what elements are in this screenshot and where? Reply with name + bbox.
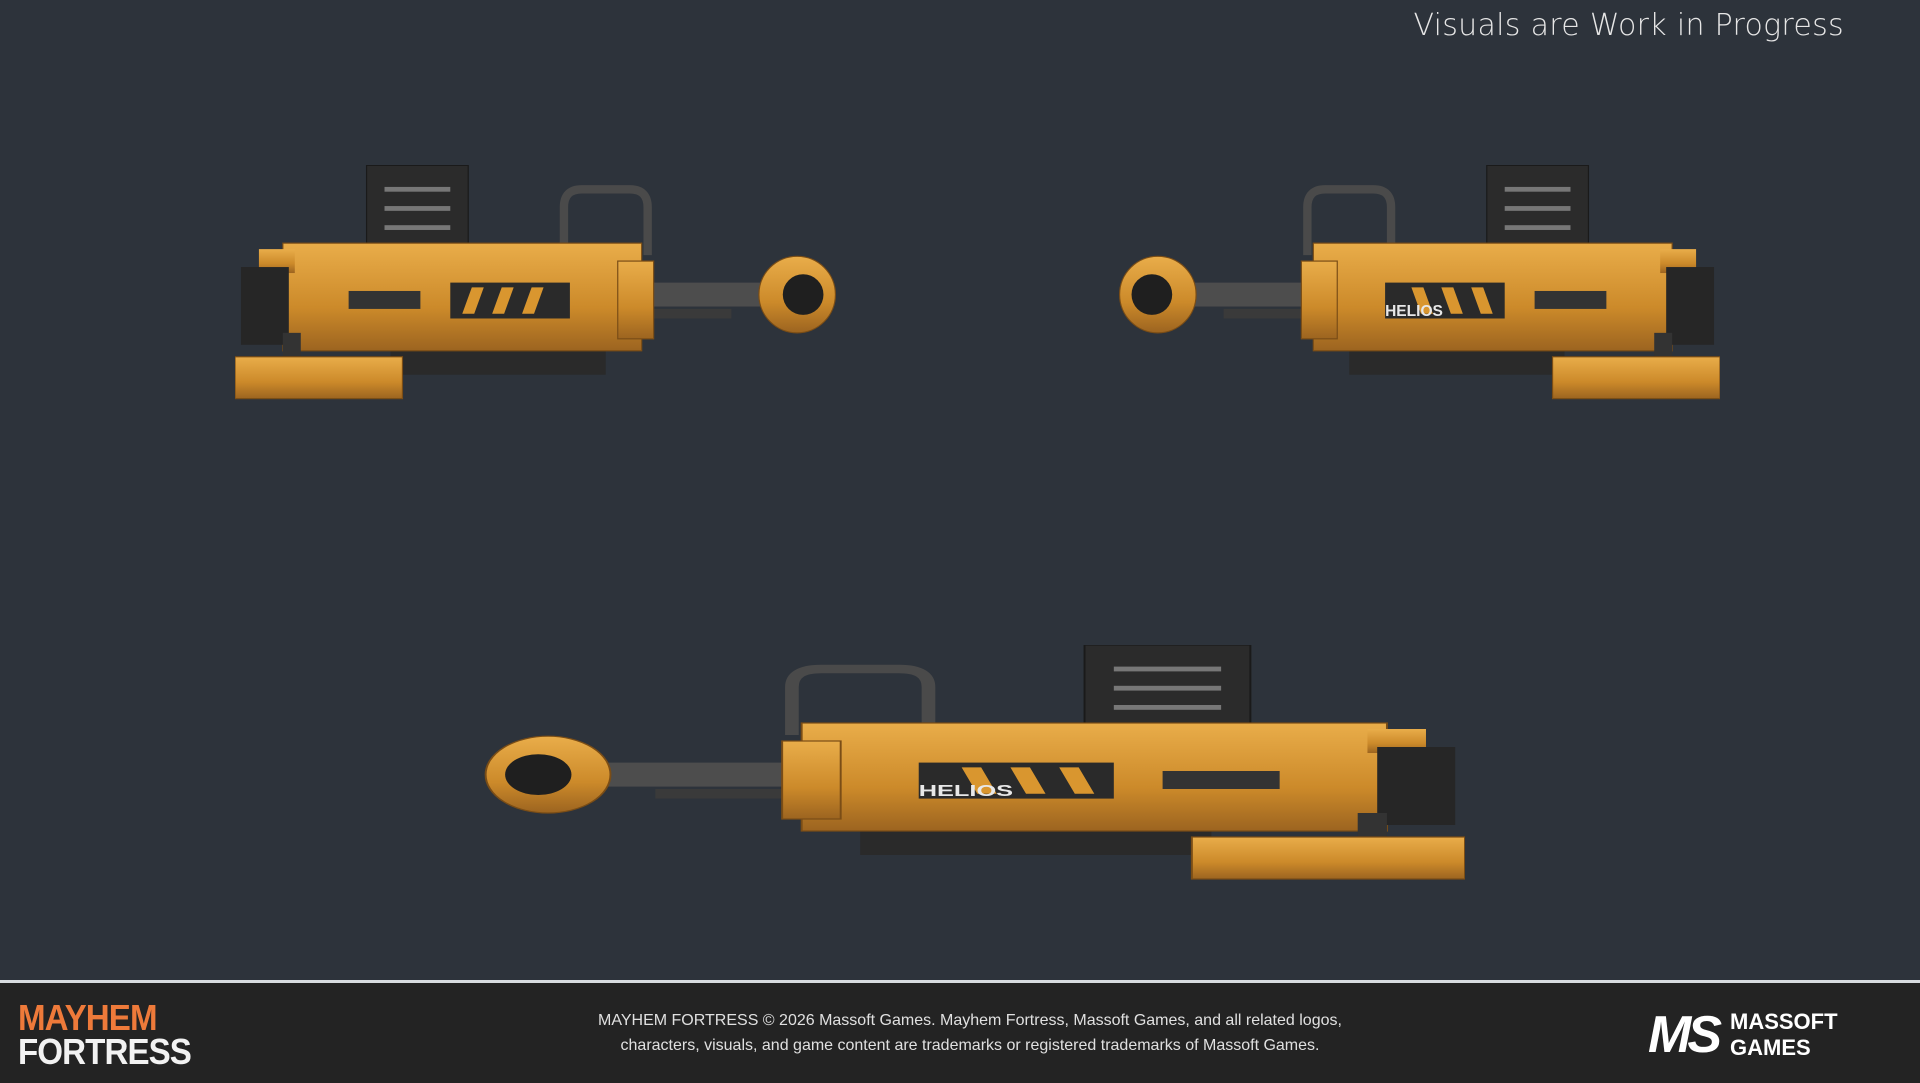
massoft-games-logo: MS MASSOFT GAMES bbox=[1648, 1005, 1838, 1065]
legal-line-2: characters, visuals, and game content ar… bbox=[620, 1037, 1320, 1054]
logo-line-1: MAYHEM bbox=[18, 997, 158, 1038]
footer: MAYHEM FORTRESS MAYHEM FORTRESS © 2026 M… bbox=[0, 980, 1920, 1083]
studio-name-line-1: MASSOFT bbox=[1730, 1009, 1838, 1034]
helios-decal: HELIOS bbox=[919, 783, 1013, 800]
logo-line-2: FORTRESS bbox=[18, 1031, 192, 1072]
weapon-render-side-right bbox=[235, 165, 845, 405]
wip-notice: Visuals are Work in Progress bbox=[1413, 8, 1844, 43]
legal-notice: MAYHEM FORTRESS © 2026 Massoft Games. Ma… bbox=[520, 1008, 1420, 1058]
ms-logo-mark: MS bbox=[1648, 1006, 1722, 1064]
helios-decal: HELIOS bbox=[1385, 303, 1443, 320]
legal-line-1: MAYHEM FORTRESS © 2026 Massoft Games. Ma… bbox=[598, 1012, 1342, 1029]
weapon-render-side-left: HELIOS bbox=[1110, 165, 1720, 405]
weapon-render-perspective: HELIOS bbox=[470, 645, 1465, 885]
mayhem-fortress-logo: MAYHEM FORTRESS bbox=[18, 997, 192, 1072]
studio-name-line-2: GAMES bbox=[1730, 1035, 1811, 1060]
